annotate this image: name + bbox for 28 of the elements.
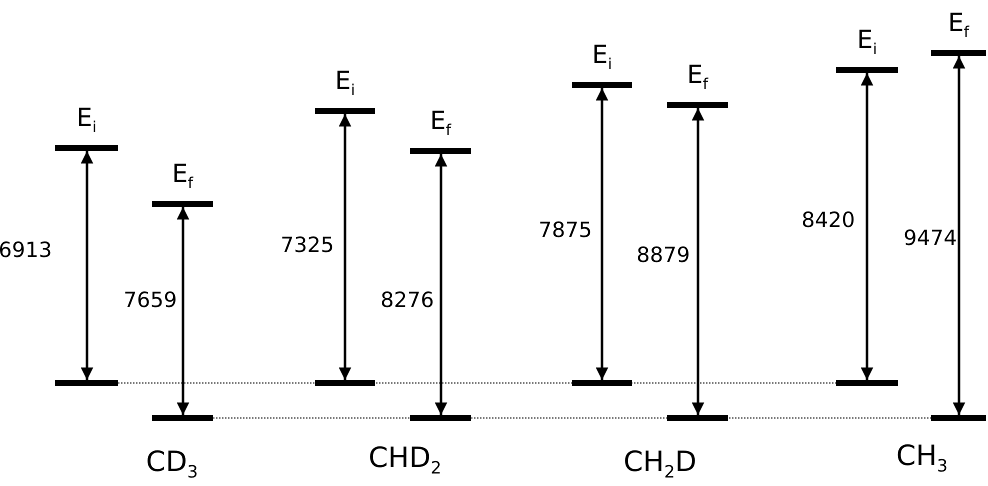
double-arrow [176,207,190,415]
molecule-label: CH$_{2}$D [624,446,696,485]
edge-label: 7325 [280,232,334,259]
edge-label: 9474 [904,225,957,252]
double-arrow [860,73,874,380]
energy-level-label: E$_{i}$ [857,26,877,60]
molecule-label: CHD$_{2}$ [368,442,442,481]
energy-level-label: E$_{f}$ [430,107,452,141]
energy-level-label: E$_{f}$ [948,9,970,43]
edge-label: 7875 [538,217,592,244]
energy-level-label: E$_{f}$ [686,61,708,95]
double-arrow [338,114,352,380]
double-arrow [692,108,704,415]
double-arrow [952,56,966,415]
edge-label: 8276 [380,287,434,314]
edge-label: 8420 [802,207,855,234]
double-arrow [80,151,94,380]
energy-level-label: E$_{f}$ [172,160,194,194]
double-arrow [434,154,448,415]
energy-level-label: E$_{i}$ [76,104,96,138]
double-arrow [596,88,608,380]
energy-level-label: E$_{i}$ [592,41,612,75]
edge-label: 8879 [636,242,690,269]
edge-label: 7659 [124,287,177,314]
molecule-label: CD$_{3}$ [146,446,198,485]
molecule-label: CH$_{3}$ [896,440,948,479]
edge-label: 6913 [0,237,52,264]
energy-level-label: E$_{i}$ [335,67,355,101]
